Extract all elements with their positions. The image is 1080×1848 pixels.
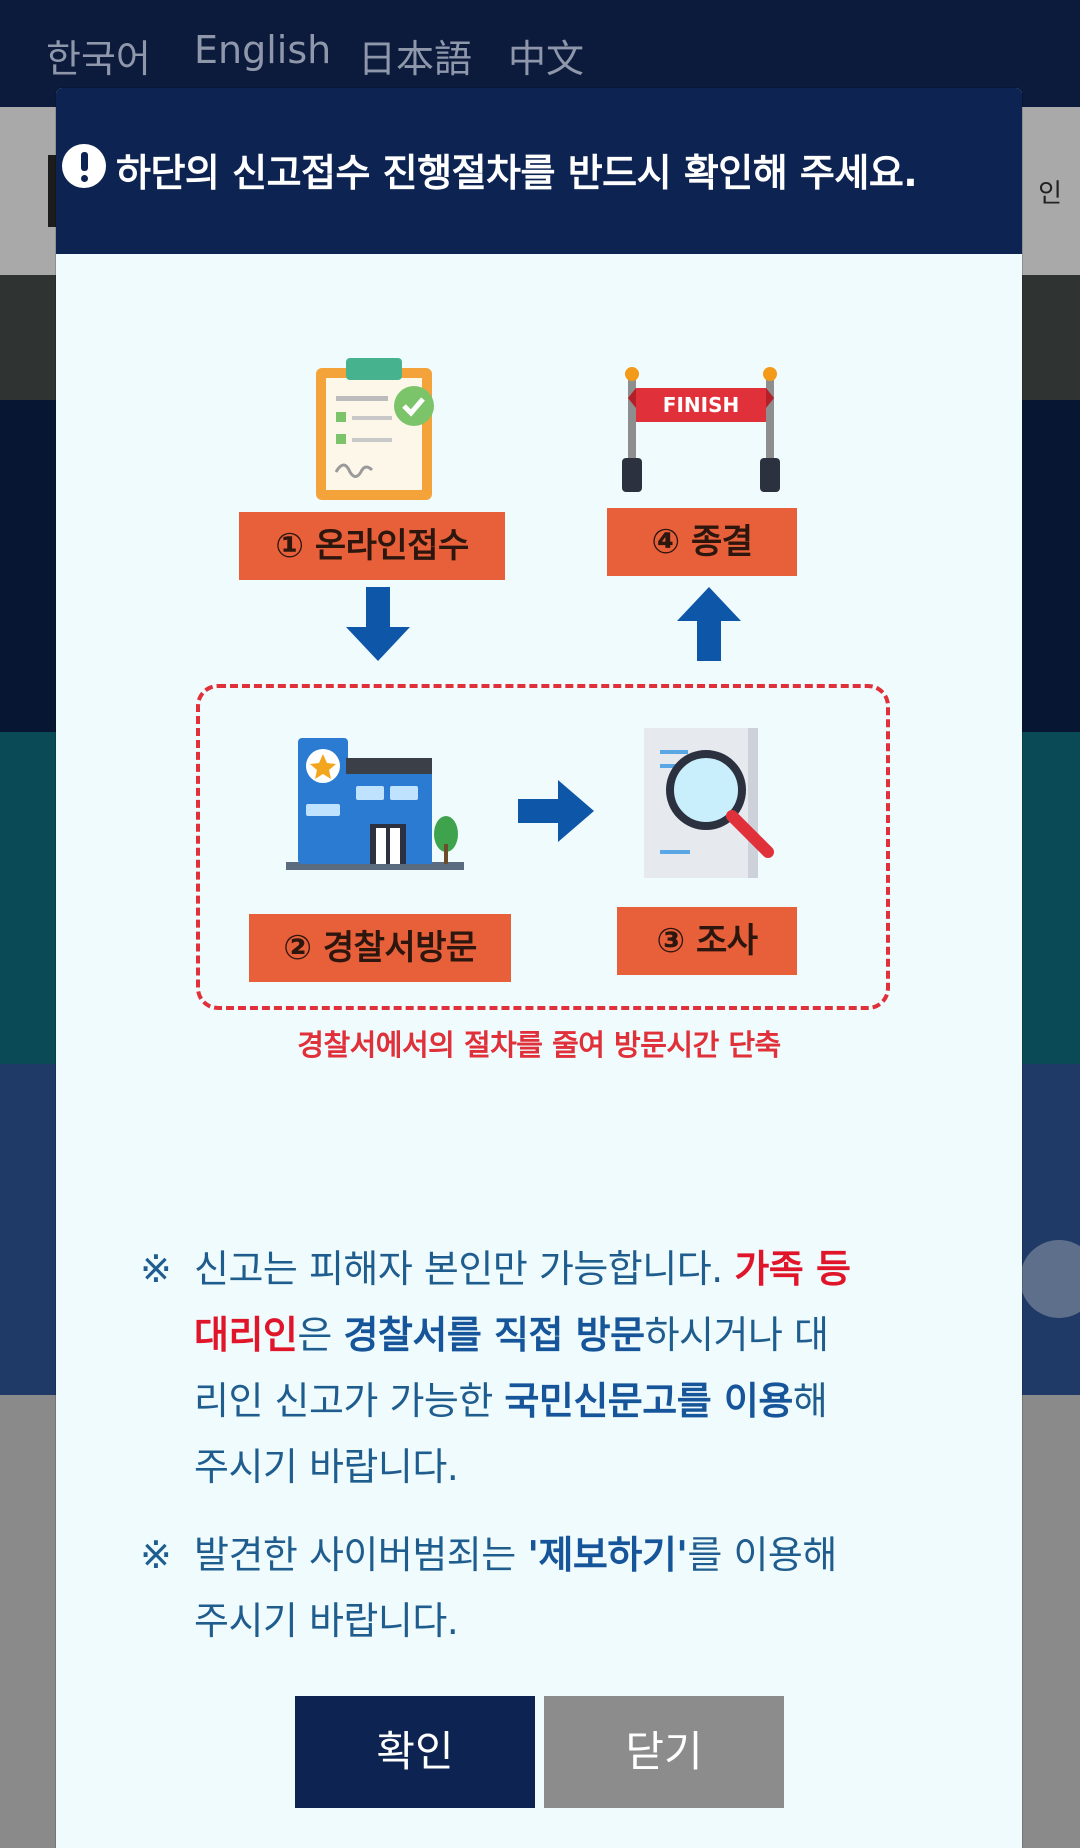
modal-title: 하단의 신고접수 진행절차를 반드시 확인해 주세요. (116, 151, 918, 195)
magnifier-document-icon (644, 728, 774, 878)
note-text: 은 (297, 1313, 344, 1357)
finish-sign-text: FINISH (663, 393, 739, 417)
station-process-box (196, 684, 890, 1010)
note-text: 발견한 사이버범죄는 (194, 1533, 528, 1577)
lang-chinese[interactable]: 中文 (508, 37, 585, 81)
step-closure: ④ 종결 (607, 508, 797, 576)
arrow-right-icon (518, 780, 594, 842)
note-tip-off: ※ 발견한 사이버범죄는 '제보하기'를 이용해 주시기 바랍니다. (140, 1522, 860, 1654)
step-station-visit: ② 경찰서방문 (249, 914, 511, 982)
note-mark: ※ (140, 1533, 172, 1577)
note-text: 해 주시기 바랍니다. (194, 1379, 828, 1489)
note-text: 하시거나 대리인 신고가 가능한 (194, 1313, 829, 1423)
modal-header: 하단의 신고접수 진행절차를 반드시 확인해 주세요. (56, 88, 1022, 254)
step-online-receipt: ① 온라인접수 (239, 512, 505, 580)
note-highlight-epeople: 국민신문고를 이용 (504, 1379, 793, 1423)
arrow-down-icon (346, 587, 410, 661)
notice-modal: 하단의 신고접수 진행절차를 반드시 확인해 주세요. ① 온라인접수 (56, 88, 1022, 1848)
arrow-up-icon (677, 587, 741, 661)
lang-japanese[interactable]: 日本語 (358, 37, 473, 81)
note-text: 신고는 피해자 본인만 가능합니다. (194, 1247, 735, 1291)
procedure-diagram: ① 온라인접수 FINISH ④ 종결 (56, 254, 1022, 1174)
police-station-icon (286, 738, 464, 870)
background-floating-button (1020, 1240, 1080, 1318)
lang-english[interactable]: English (194, 28, 332, 72)
finish-line-icon: FINISH (622, 367, 780, 492)
note-self-report: ※ 신고는 피해자 본인만 가능합니다. 가족 등 대리인은 경찰서를 직접 방… (140, 1236, 860, 1500)
note-highlight-proxy: 가족 등 대리인 (194, 1247, 851, 1357)
exclamation-icon (62, 144, 106, 188)
note-highlight-visit: 경찰서를 직접 방문 (343, 1313, 645, 1357)
diagram-caption: 경찰서에서의 절차를 줄여 방문시간 단축 (297, 1028, 781, 1062)
note-text: 를 이용해 주시기 바랍니다. (194, 1533, 837, 1643)
step-investigation: ③ 조사 (617, 907, 797, 975)
note-highlight-tipoff: '제보하기' (527, 1533, 688, 1577)
lang-korean[interactable]: 한국어 (46, 37, 151, 81)
note-mark: ※ (140, 1247, 172, 1291)
confirm-button[interactable]: 확인 (295, 1696, 535, 1808)
clipboard-icon (316, 358, 434, 500)
logo-edge (48, 155, 58, 227)
header-login-link[interactable]: 인 (1038, 179, 1062, 209)
close-button[interactable]: 닫기 (544, 1696, 784, 1808)
